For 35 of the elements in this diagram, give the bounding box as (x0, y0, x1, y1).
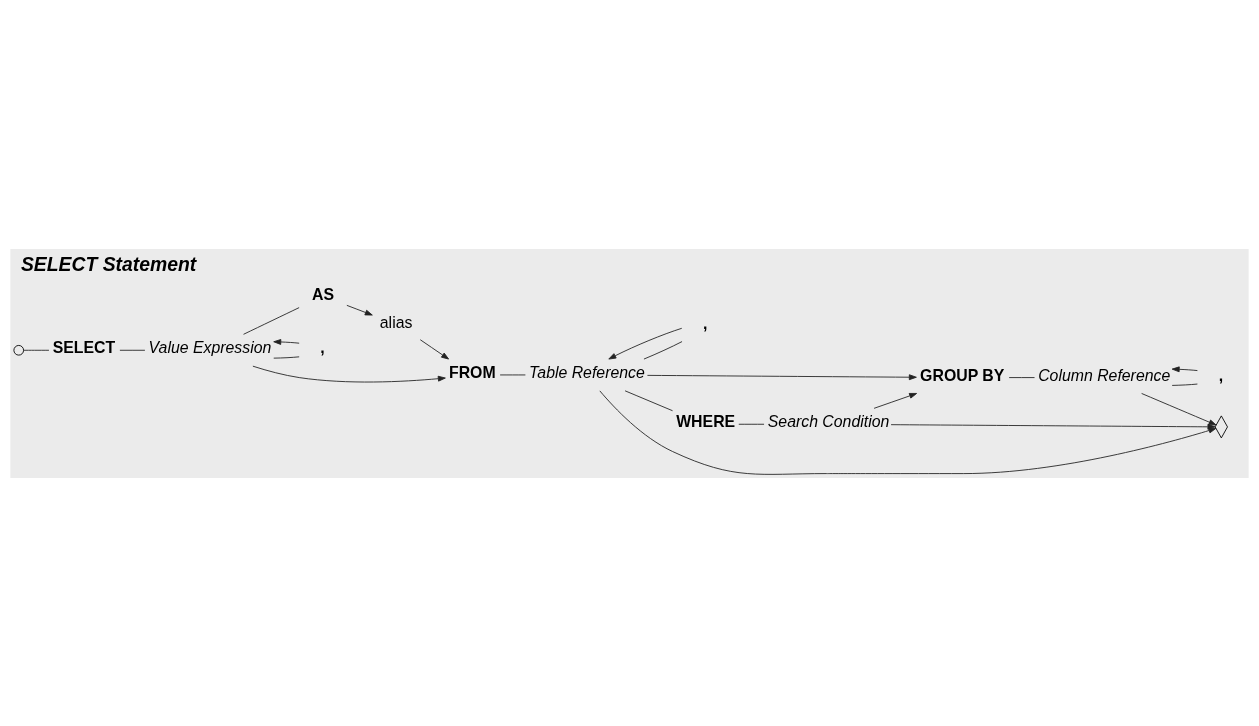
node-circle (13, 344, 24, 356)
node-text: , (320, 338, 325, 356)
arrow (647, 373, 917, 380)
arrow (873, 392, 918, 409)
connector (23, 349, 50, 351)
node-text: , (1218, 366, 1224, 384)
connector (624, 389, 673, 411)
connector (273, 355, 300, 359)
node-text: Table Reference (529, 363, 645, 381)
connector (243, 306, 300, 335)
node-text: FROM (448, 363, 496, 381)
node-text: SELECT (52, 338, 116, 356)
connector (643, 340, 683, 359)
node-text: GROUP BY (920, 366, 1005, 384)
node-text: Column Reference (1038, 366, 1171, 384)
arrow (252, 365, 446, 382)
node-diamond (1214, 414, 1228, 438)
arrow (608, 327, 683, 359)
connector (1008, 376, 1035, 378)
diagram-title: SELECT Statement (20, 252, 197, 275)
node-text: AS (312, 285, 335, 303)
node-text: , (703, 314, 708, 332)
node-text: Value Expression (148, 338, 272, 356)
arrow (890, 423, 1216, 430)
arrow (1171, 365, 1198, 372)
connector (1171, 383, 1198, 386)
arrow (346, 304, 373, 316)
node-text: WHERE (676, 412, 736, 430)
arrow (273, 338, 300, 345)
connector (738, 423, 765, 425)
node-text: Search Condition (767, 412, 890, 430)
connector (119, 349, 146, 351)
arrow (1141, 392, 1217, 425)
node-text: alias (379, 313, 413, 331)
arrow (419, 338, 450, 359)
